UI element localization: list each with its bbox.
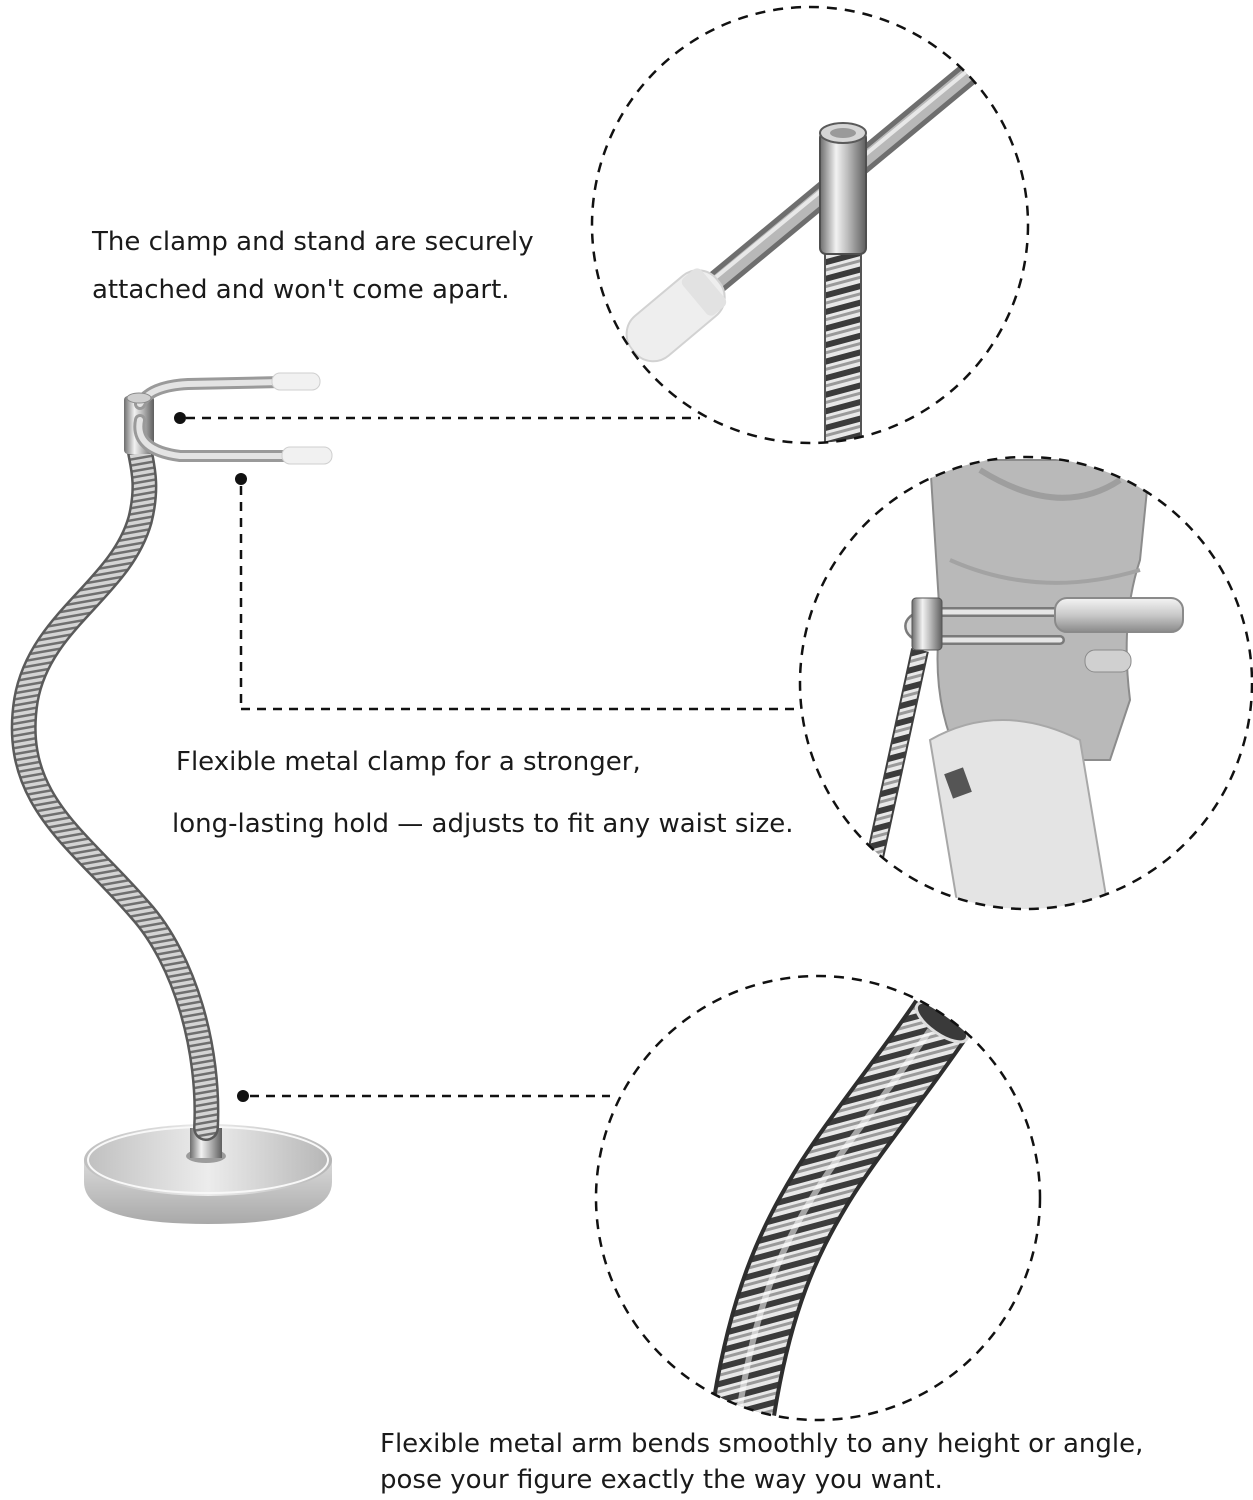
callout-clamp-attachment xyxy=(174,412,700,424)
figure-leg xyxy=(928,719,1112,909)
callout-dot xyxy=(174,412,186,424)
caption-line: pose your figure exactly the way you wan… xyxy=(380,1465,943,1495)
detail-circle-figure-waist xyxy=(798,455,1253,911)
caption-line: attached and won't come apart. xyxy=(92,275,510,305)
caption-flexible-clamp-line2: long-lasting hold — adjusts to fit any w… xyxy=(172,809,794,839)
caption-line: Flexible metal arm bends smoothly to any… xyxy=(380,1429,1144,1459)
callout-flexible-clamp xyxy=(235,473,800,711)
callout-dot xyxy=(235,473,247,485)
callout-dot xyxy=(237,1090,249,1102)
gooseneck-stand xyxy=(10,372,333,1224)
caption-line: The clamp and stand are securely xyxy=(92,227,534,257)
detail-circle-clamp-attachment xyxy=(590,5,1030,445)
callout-flexible-arm xyxy=(237,1090,610,1102)
gooseneck-arm xyxy=(10,427,220,1141)
caption-flexible-clamp-line1: Flexible metal clamp for a stronger, xyxy=(176,747,641,777)
clamp-head xyxy=(124,372,333,465)
stand-base xyxy=(84,1124,332,1224)
caption-flexible-arm: Flexible metal arm bends smoothly to any… xyxy=(380,1426,1143,1498)
rubber-tip-upper xyxy=(271,372,321,391)
detail-circle-flexible-arm xyxy=(594,974,1042,1422)
caption-clamp-attachment: The clamp and stand are securely attache… xyxy=(92,218,534,314)
rubber-tip-lower xyxy=(281,446,333,465)
